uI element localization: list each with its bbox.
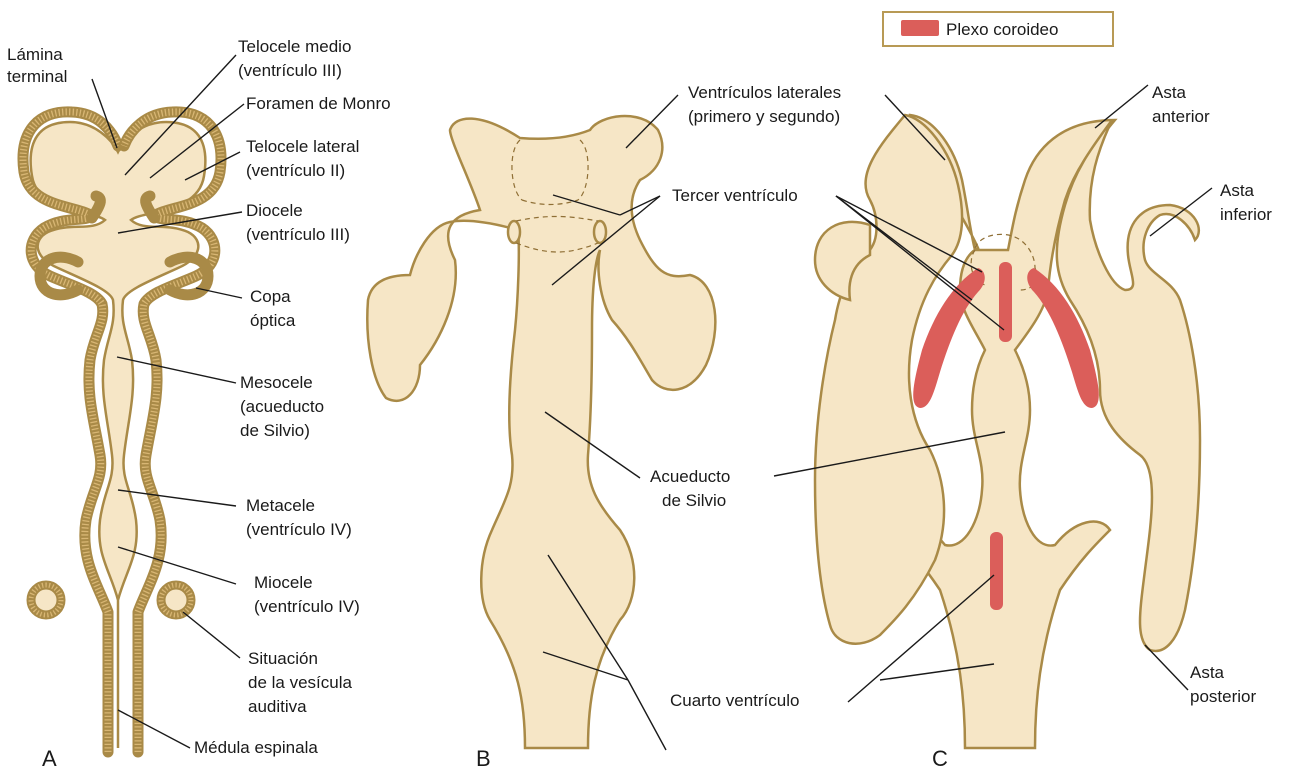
label-diocele: Diocele (ventrículo III) bbox=[246, 201, 350, 244]
label-asta-posterior: Asta posterior bbox=[1190, 663, 1256, 706]
legend: Plexo coroideo bbox=[883, 12, 1113, 46]
label-asta-anterior: Asta anterior bbox=[1152, 83, 1210, 126]
panel-b-ventricles bbox=[367, 116, 715, 748]
label-telocele-lateral: Telocele lateral (ventrículo II) bbox=[246, 137, 364, 180]
choroid-plexus-third-ventricle bbox=[999, 262, 1012, 342]
label-cuarto-ventriculo: Cuarto ventrículo bbox=[670, 691, 799, 710]
panel-b-ventricle-shape bbox=[367, 116, 715, 748]
label-miocele: Miocele (ventrículo IV) bbox=[254, 573, 360, 616]
label-copa-optica: Copa óptica bbox=[250, 287, 296, 330]
panel-letter-a: A bbox=[42, 746, 57, 767]
panel-letter-b: B bbox=[476, 746, 491, 767]
panel-a-neural-tube bbox=[23, 112, 221, 752]
legend-swatch bbox=[901, 20, 939, 36]
label-ventriculos-laterales: Ventrículos laterales (primero y segundo… bbox=[688, 83, 846, 126]
label-acueducto-silvio: Acueducto de Silvio bbox=[650, 467, 735, 510]
choroid-plexus-fourth-ventricle bbox=[990, 532, 1003, 610]
label-tercer-ventriculo: Tercer ventrículo bbox=[672, 186, 798, 205]
label-foramen-monro: Foramen de Monro bbox=[246, 94, 391, 113]
label-metacele: Metacele (ventrículo IV) bbox=[246, 496, 352, 539]
label-medula-espinal: Médula espinala bbox=[194, 738, 318, 757]
panel-c-ventricles bbox=[815, 115, 1200, 748]
label-asta-inferior: Asta inferior bbox=[1220, 181, 1272, 224]
panel-letter-c: C bbox=[932, 746, 948, 767]
label-telocele-medio: Telocele medio (ventrículo III) bbox=[238, 37, 356, 80]
legend-label: Plexo coroideo bbox=[946, 20, 1058, 39]
label-vesicula-auditiva: Situación de la vesícula auditiva bbox=[248, 649, 357, 716]
label-lamina-terminal: Lámina terminal bbox=[7, 45, 68, 86]
label-mesocele: Mesocele (acueducto de Silvio) bbox=[240, 373, 329, 440]
